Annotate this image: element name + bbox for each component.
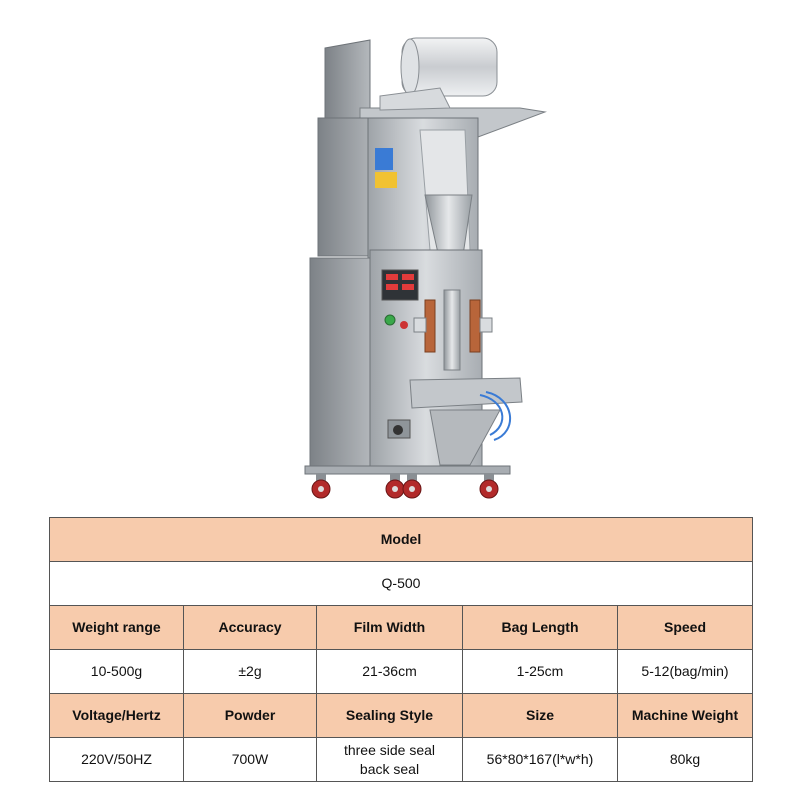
value-powder: 700W bbox=[183, 737, 317, 782]
spec-header-row-1: Weight range Accuracy Film Width Bag Len… bbox=[49, 605, 753, 650]
header-powder: Powder bbox=[183, 693, 317, 738]
header-weight-range: Weight range bbox=[49, 605, 184, 650]
model-header-row: Model bbox=[49, 517, 753, 562]
value-film-width: 21-36cm bbox=[316, 649, 463, 694]
value-bag-length: 1-25cm bbox=[462, 649, 618, 694]
sealing-style-line-1: three side seal bbox=[343, 741, 436, 758]
spec-value-row-2: 220V/50HZ 700W three side seal back seal… bbox=[49, 737, 753, 782]
header-film-width: Film Width bbox=[316, 605, 463, 650]
spec-value-row-1: 10-500g ±2g 21-36cm 1-25cm 5-12(bag/min) bbox=[49, 649, 753, 694]
value-size: 56*80*167(l*w*h) bbox=[462, 737, 618, 782]
header-speed: Speed bbox=[617, 605, 753, 650]
spec-table: Model Q-500 Weight range Accuracy Film W… bbox=[49, 517, 753, 782]
value-weight-range: 10-500g bbox=[49, 649, 184, 694]
packing-machine-illustration-icon bbox=[304, 37, 547, 499]
value-speed: 5-12(bag/min) bbox=[617, 649, 753, 694]
sealing-style-line-2: back seal bbox=[359, 760, 420, 777]
value-machine-weight: 80kg bbox=[617, 737, 753, 782]
value-voltage-hertz: 220V/50HZ bbox=[49, 737, 184, 782]
spec-header-row-2: Voltage/Hertz Powder Sealing Style Size … bbox=[49, 693, 753, 738]
model-value: Q-500 bbox=[49, 561, 753, 606]
header-accuracy: Accuracy bbox=[183, 605, 317, 650]
model-header: Model bbox=[49, 517, 753, 562]
value-accuracy: ±2g bbox=[183, 649, 317, 694]
product-image bbox=[304, 37, 547, 499]
model-value-row: Q-500 bbox=[49, 561, 753, 606]
caster-wheel-icon bbox=[311, 474, 331, 499]
header-size: Size bbox=[462, 693, 618, 738]
header-machine-weight: Machine Weight bbox=[617, 693, 753, 738]
value-sealing-style: three side seal back seal bbox=[316, 737, 463, 782]
header-bag-length: Bag Length bbox=[462, 605, 618, 650]
header-sealing-style: Sealing Style bbox=[316, 693, 463, 738]
header-voltage-hertz: Voltage/Hertz bbox=[49, 693, 184, 738]
